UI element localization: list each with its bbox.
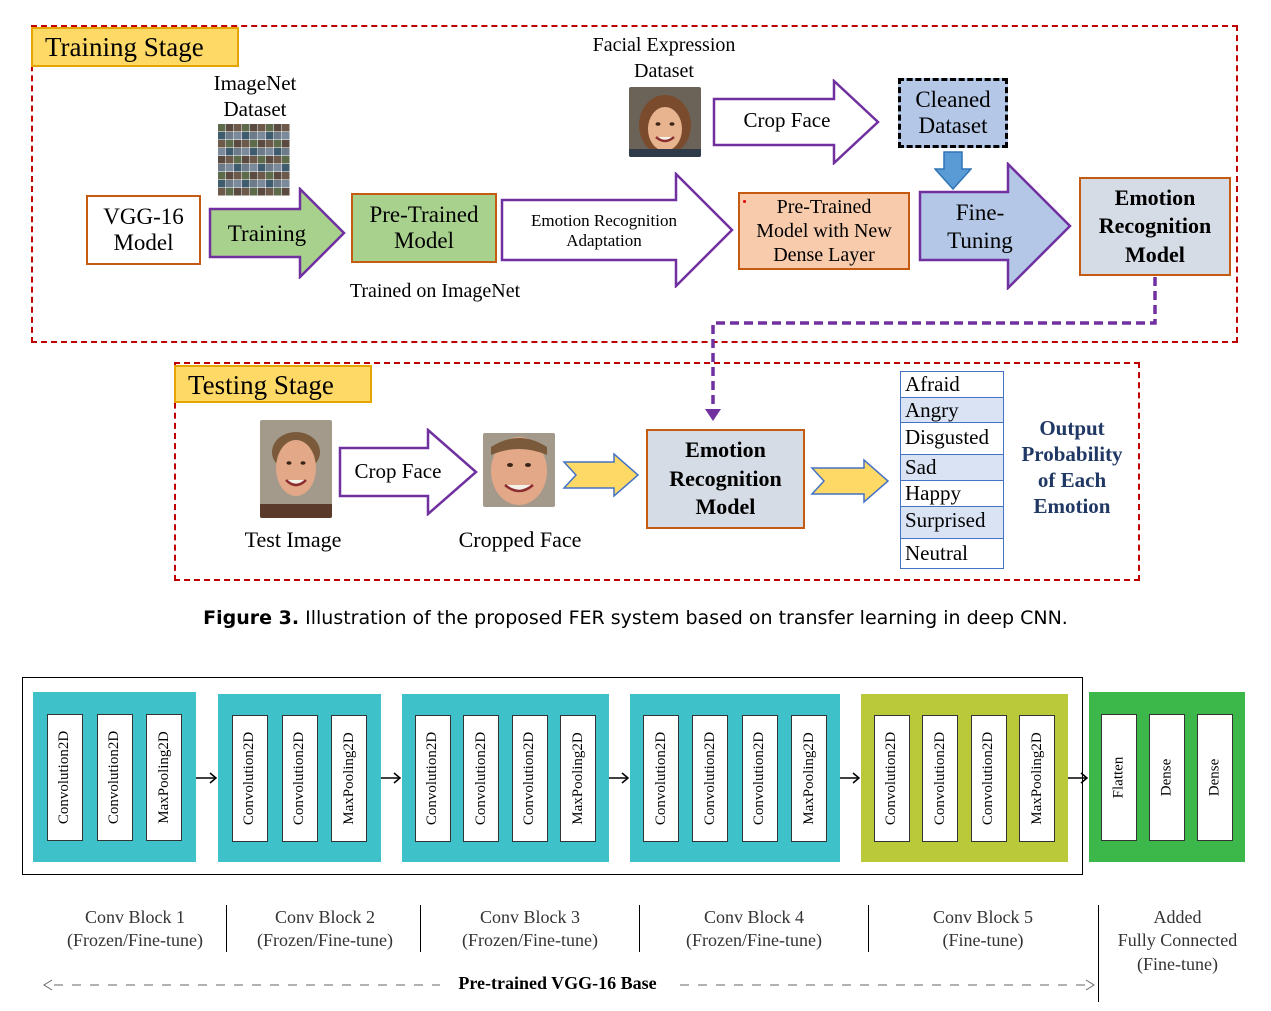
testing-crop-face-label: Crop Face xyxy=(354,459,442,484)
convolution2d-layer: Convolution2D xyxy=(96,713,133,841)
conv-block-3-label: Conv Block 3(Frozen/Fine-tune) xyxy=(462,907,598,951)
trained-on-imagenet-label: Trained on ImageNet xyxy=(349,280,521,302)
emotion-disgusted: Disgusted xyxy=(900,422,1004,455)
emotion-sad: Sad xyxy=(900,454,1004,481)
emotion-surprised: Surprised xyxy=(900,506,1004,539)
emotion-happy: Happy xyxy=(900,480,1004,507)
training-stage-label: Training Stage xyxy=(31,27,239,67)
caption-separator-1 xyxy=(226,905,227,952)
conv-block-1: Convolution2D Convolution2D MaxPooling2D xyxy=(33,692,196,862)
convolution2d-layer: Convolution2D xyxy=(922,714,959,842)
caption-separator-4 xyxy=(868,905,869,952)
facial-expression-dataset-label: Facial Expression Dataset xyxy=(592,34,736,82)
train-to-test-connector xyxy=(705,277,1157,421)
convolution2d-layer: Convolution2D xyxy=(970,714,1007,842)
adaptation-arrow xyxy=(500,172,734,288)
training-arrow xyxy=(208,187,346,279)
training-crop-face-arrow xyxy=(712,79,880,165)
testing-crop-face-arrow xyxy=(338,428,478,516)
conv-block-5-label: Conv Block 5(Fine-tune) xyxy=(932,907,1033,951)
conv-block-1-label: Conv Block 1(Frozen/Fine-tune) xyxy=(67,907,203,951)
finetune-arrow xyxy=(918,162,1072,290)
cleaned-to-finetune-arrow xyxy=(934,151,972,191)
finetune-arrow-label: Fine-Tuning xyxy=(947,200,1013,253)
conv-block-3: Convolution2D Convolution2D Convolution2D M… xyxy=(402,694,609,862)
training-arrow-label: Training xyxy=(227,221,307,247)
imagenet-label: ImageNet Dataset xyxy=(213,71,297,121)
block-arrowhead-3 xyxy=(621,772,630,784)
conv-block-5: Convolution2D Convolution2D Convolution2D M… xyxy=(861,694,1068,862)
maxpooling2d-layer: MaxPooling2D xyxy=(146,713,183,841)
emotion-neutral: Neutral xyxy=(900,538,1004,569)
cropped-face-label: Cropped Face xyxy=(458,527,582,552)
convolution2d-layer: Convolution2D xyxy=(281,714,318,842)
testing-stage-frame xyxy=(174,362,1140,581)
maxpooling2d-layer: MaxPooling2D xyxy=(331,714,368,842)
test-image-label: Test Image xyxy=(244,527,342,552)
maxpooling2d-layer: MaxPooling2D xyxy=(790,714,827,842)
dense-layer: Dense xyxy=(1149,713,1185,841)
convolution2d-layer: Convolution2D xyxy=(231,714,268,842)
emotion-angry: Angry xyxy=(900,397,1004,423)
fully-connected-block: Flatten Dense Dense xyxy=(1089,692,1245,862)
conv-block-2: Convolution2D Convolution2D MaxPooling2D xyxy=(218,694,381,862)
convolution2d-layer: Convolution2D xyxy=(741,714,778,842)
maxpooling2d-layer: MaxPooling2D xyxy=(1019,714,1056,842)
model-to-output-arrow xyxy=(810,458,890,504)
training-crop-face-label: Crop Face xyxy=(743,108,831,133)
figure-caption: Figure 3. Illustration of the proposed F… xyxy=(0,607,1271,629)
figure-caption-prefix: Figure 3. xyxy=(203,607,300,629)
caption-separator-5 xyxy=(1098,905,1099,1002)
convolution2d-layer: Convolution2D xyxy=(643,714,680,842)
vgg-base-frame xyxy=(22,677,1083,875)
convolution2d-layer: Convolution2D xyxy=(46,713,83,841)
imagenet-mosaic-image xyxy=(218,124,290,196)
emotion-output-list: Afraid Angry Disgusted Sad Happy Surpris… xyxy=(900,371,1004,569)
dense-layer: Dense xyxy=(1197,713,1233,841)
output-probability-label: Output Probability of Each Emotion xyxy=(1021,416,1123,518)
convolution2d-layer: Convolution2D xyxy=(511,714,548,842)
training-face-image xyxy=(629,87,701,157)
maxpooling2d-layer: MaxPooling2D xyxy=(560,714,597,842)
block-arrowhead-5 xyxy=(1080,772,1089,784)
figure-caption-text: Illustration of the proposed FER system … xyxy=(299,607,1068,629)
convolution2d-layer: Convolution2D xyxy=(463,714,500,842)
convolution2d-layer: Convolution2D xyxy=(873,714,910,842)
block-arrowhead-2 xyxy=(393,772,402,784)
flatten-layer: Flatten xyxy=(1101,713,1137,841)
red-dot-marker xyxy=(743,200,746,203)
training-stage-frame xyxy=(31,25,1238,343)
conv-block-4-label: Conv Block 4(Frozen/Fine-tune) xyxy=(686,907,822,951)
emotion-afraid: Afraid xyxy=(900,371,1004,398)
cropped-face-image xyxy=(483,433,555,507)
convolution2d-layer: Convolution2D xyxy=(414,714,451,842)
cropped-to-model-arrow xyxy=(562,452,640,498)
test-image-face xyxy=(260,420,332,518)
conv-block-2-label: Conv Block 2(Frozen/Fine-tune) xyxy=(257,907,393,951)
caption-separator-3 xyxy=(639,905,640,952)
convolution2d-layer: Convolution2D xyxy=(692,714,729,842)
caption-separator-2 xyxy=(420,905,421,952)
vgg-base-span-arrow xyxy=(43,979,1095,991)
block-arrowhead-4 xyxy=(852,772,861,784)
block-arrowhead-1 xyxy=(209,772,218,784)
testing-stage-label: Testing Stage xyxy=(174,365,372,403)
block-arrows xyxy=(196,772,1089,784)
vgg-base-label: Pre-trained VGG-16 Base xyxy=(458,973,657,993)
conv-block-4: Convolution2D Convolution2D Convolution2D M… xyxy=(630,694,840,862)
